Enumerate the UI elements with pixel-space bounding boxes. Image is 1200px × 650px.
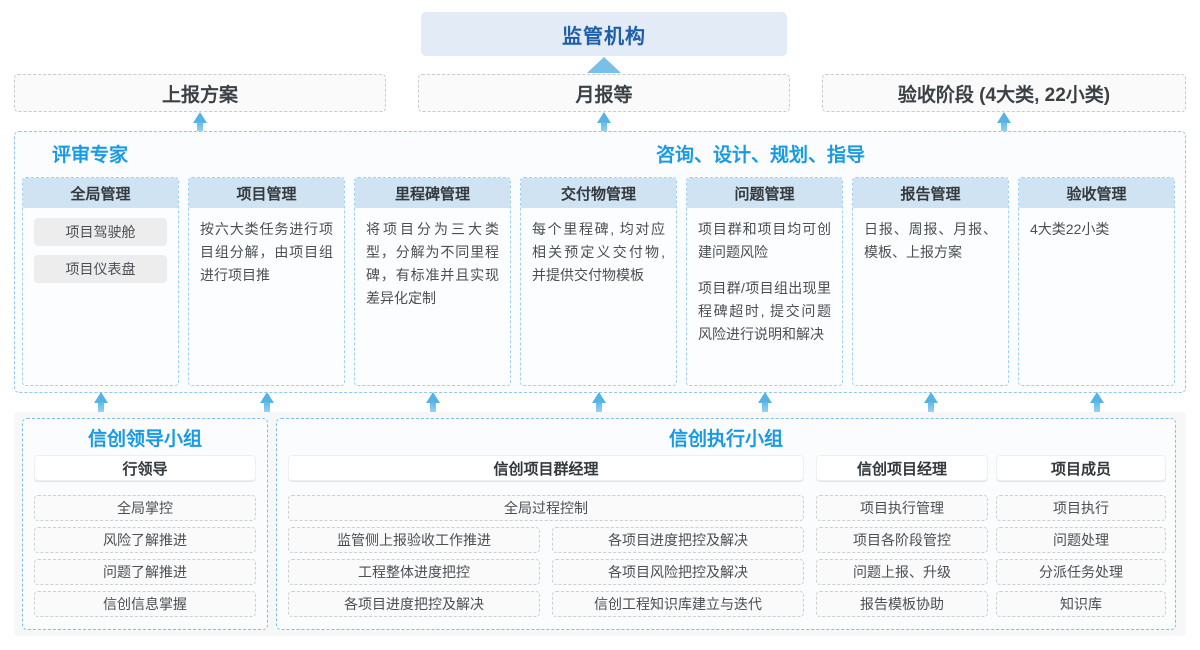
mgmt-column-acceptance[interactable]: 验收管理 4大类22小类: [1018, 177, 1175, 386]
leader-task-2[interactable]: 风险了解推进: [34, 527, 256, 553]
arrow-up-to-acceptance: [997, 112, 1011, 138]
report-box-monthly-label: 月报等: [575, 84, 633, 106]
mgmt-column-milestone[interactable]: 里程碑管理 将项目分为三大类型，分解为不同里程碑，有标准并且实现差异化定制: [354, 177, 511, 386]
exec-group-title: 信创执行小组: [668, 429, 783, 450]
leader-group-title: 信创领导小组: [87, 429, 202, 450]
mgmt-column-report-header: 报告管理: [853, 178, 1008, 208]
project-manager-task-4[interactable]: 报告模板协助: [816, 591, 988, 617]
leader-task-1[interactable]: 全局掌控: [34, 495, 256, 521]
mgmt-column-issue[interactable]: 问题管理 项目群和项目均可创建问题风险 项目群/项目组出现里程碑超时, 提交问题…: [686, 177, 843, 386]
program-manager-task-r1[interactable]: 各项目进度把控及解决: [552, 527, 804, 553]
report-box-plan-label: 上报方案: [161, 84, 238, 106]
mgmt-column-global-body: 项目驾驶舱 项目仪表盘: [23, 208, 178, 283]
project-member-task-2[interactable]: 问题处理: [996, 527, 1166, 553]
program-manager-task-l1[interactable]: 监管侧上报验收工作推进: [288, 527, 540, 553]
arrow-up-to-monthly: [597, 112, 611, 138]
mgmt-column-issue-header: 问题管理: [687, 178, 842, 208]
program-manager-task-r2[interactable]: 各项目风险把控及解决: [552, 559, 804, 585]
mgmt-column-global-header: 全局管理: [23, 178, 178, 208]
mgmt-column-deliverable-body: 每个里程碑, 均对应相关预定义交付物, 并提供交付物模板: [521, 208, 676, 287]
program-manager-role-head[interactable]: 信创项目群经理: [288, 455, 804, 481]
mgmt-column-project-header: 项目管理: [189, 178, 344, 208]
regulator-label: 监管机构: [562, 25, 646, 48]
program-manager-task-global[interactable]: 全局过程控制: [288, 495, 804, 521]
report-box-acceptance: 验收阶段 (4大类, 22小类): [822, 74, 1186, 112]
panel-title-review-experts: 评审专家: [52, 145, 129, 166]
project-member-role-head[interactable]: 项目成员: [996, 455, 1166, 481]
mgmt-column-project-body: 按六大类任务进行项目组分解，由项目组进行项目推: [189, 208, 344, 287]
mgmt-column-acceptance-header: 验收管理: [1019, 178, 1174, 208]
project-member-task-3[interactable]: 分派任务处理: [996, 559, 1166, 585]
mgmt-column-acceptance-text: 4大类22小类: [1030, 221, 1110, 237]
mgmt-column-milestone-header: 里程碑管理: [355, 178, 510, 208]
mgmt-column-acceptance-body: 4大类22小类: [1019, 208, 1174, 241]
report-box-plan: 上报方案: [14, 74, 386, 112]
mgmt-column-milestone-text: 将项目分为三大类型，分解为不同里程碑，有标准并且实现差异化定制: [366, 221, 499, 306]
project-manager-task-3[interactable]: 问题上报、升级: [816, 559, 988, 585]
project-member-task-1[interactable]: 项目执行: [996, 495, 1166, 521]
program-manager-task-l2[interactable]: 工程整体进度把控: [288, 559, 540, 585]
report-box-monthly: 月报等: [418, 74, 790, 112]
mgmt-column-issue-body: 项目群和项目均可创建问题风险 项目群/项目组出现里程碑超时, 提交问题风险进行说…: [687, 208, 842, 346]
arrow-up-column-4: [592, 392, 606, 418]
arrow-up-to-regulator: [587, 57, 621, 73]
arrow-up-column-5: [758, 392, 772, 418]
leader-task-3[interactable]: 问题了解推进: [34, 559, 256, 585]
mgmt-column-report[interactable]: 报告管理 日报、周报、月报、模板、上报方案: [852, 177, 1009, 386]
program-manager-task-l3[interactable]: 各项目进度把控及解决: [288, 591, 540, 617]
regulator-box: 监管机构: [421, 12, 787, 56]
report-box-acceptance-label: 验收阶段 (4大类, 22小类): [897, 84, 1111, 106]
project-manager-task-1[interactable]: 项目执行管理: [816, 495, 988, 521]
mgmt-column-report-text: 日报、周报、月报、模板、上报方案: [864, 221, 997, 260]
mgmt-column-deliverable-text: 每个里程碑, 均对应相关预定义交付物, 并提供交付物模板: [532, 221, 665, 283]
arrow-up-to-plan: [193, 112, 207, 138]
program-manager-task-r3[interactable]: 信创工程知识库建立与迭代: [552, 591, 804, 617]
project-manager-role-head[interactable]: 信创项目经理: [816, 455, 988, 481]
arrow-up-column-2: [260, 392, 274, 418]
leader-task-4[interactable]: 信创信息掌握: [34, 591, 256, 617]
mgmt-column-global[interactable]: 全局管理 项目驾驶舱 项目仪表盘: [22, 177, 179, 386]
mgmt-column-report-body: 日报、周报、月报、模板、上报方案: [853, 208, 1008, 264]
mgmt-column-milestone-body: 将项目分为三大类型，分解为不同里程碑，有标准并且实现差异化定制: [355, 208, 510, 310]
leader-role-head[interactable]: 行领导: [34, 455, 256, 481]
panel-title-consulting: 咨询、设计、规划、指导: [656, 145, 866, 166]
mgmt-column-deliverable-header: 交付物管理: [521, 178, 676, 208]
mgmt-column-project-text: 按六大类任务进行项目组分解，由项目组进行项目推: [200, 221, 333, 283]
mgmt-column-issue-text-1: 项目群和项目均可创建问题风险: [698, 221, 831, 260]
arrow-up-column-6: [924, 392, 938, 418]
arrow-up-column-7: [1090, 392, 1104, 418]
mgmt-column-deliverable[interactable]: 交付物管理 每个里程碑, 均对应相关预定义交付物, 并提供交付物模板: [520, 177, 677, 386]
project-member-task-4[interactable]: 知识库: [996, 591, 1166, 617]
mgmt-column-project[interactable]: 项目管理 按六大类任务进行项目组分解，由项目组进行项目推: [188, 177, 345, 386]
project-manager-task-2[interactable]: 项目各阶段管控: [816, 527, 988, 553]
mgmt-column-issue-text-2: 项目群/项目组出现里程碑超时, 提交问题风险进行说明和解决: [698, 280, 831, 342]
pill-project-cockpit[interactable]: 项目驾驶舱: [34, 218, 167, 246]
pill-project-dashboard[interactable]: 项目仪表盘: [34, 255, 167, 283]
arrow-up-column-1: [94, 392, 108, 418]
arrow-up-column-3: [426, 392, 440, 418]
